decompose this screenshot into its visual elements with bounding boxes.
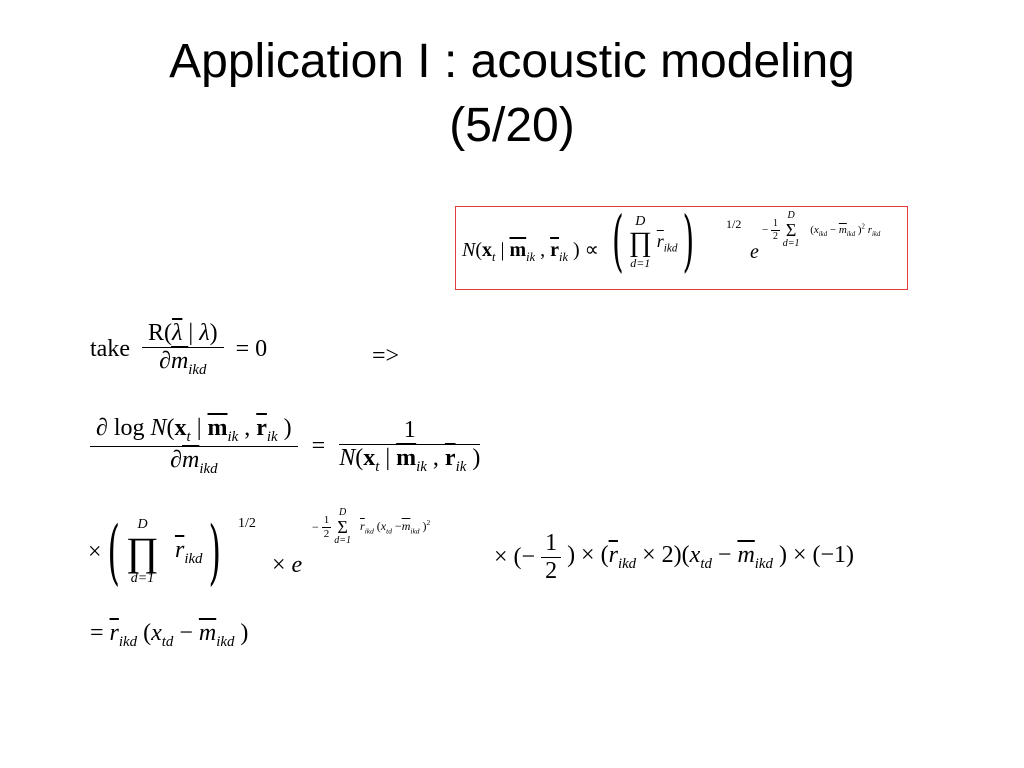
boxed-formula-lhs: N(xt | mik , rik ) ∝ — [462, 239, 599, 264]
title-line-1: Application I : acoustic modeling — [169, 35, 855, 88]
implies-arrow: => — [372, 343, 400, 369]
result-line: = rikd (xtd − mikd ) — [90, 620, 249, 650]
product-power: 1/2 — [238, 516, 256, 531]
slide-title: Application I : acoustic modeling (5/20) — [0, 30, 1024, 158]
boxed-formula-power: 1/2 — [726, 217, 742, 231]
log-derivative-equation: ∂ log N(xt | mik , rik ) ∂mikd = 1 N(xt … — [90, 415, 481, 478]
title-line-2: (5/20) — [449, 99, 575, 152]
take-condition: take R(λ | λ) ∂mikd = 0 — [90, 320, 268, 378]
boxed-formula-product: ( D∏d=1 rikd ) — [612, 203, 695, 281]
boxed-formula-exp-base: e — [750, 241, 759, 263]
times-exp: × e — [272, 552, 303, 578]
expanded-derivative-line: × ( D∏d=1 rikd ) — [88, 510, 221, 594]
boxed-formula: N(xt | mik , rik ) ∝ ( D∏d=1 rikd ) 1/2 … — [455, 203, 908, 290]
